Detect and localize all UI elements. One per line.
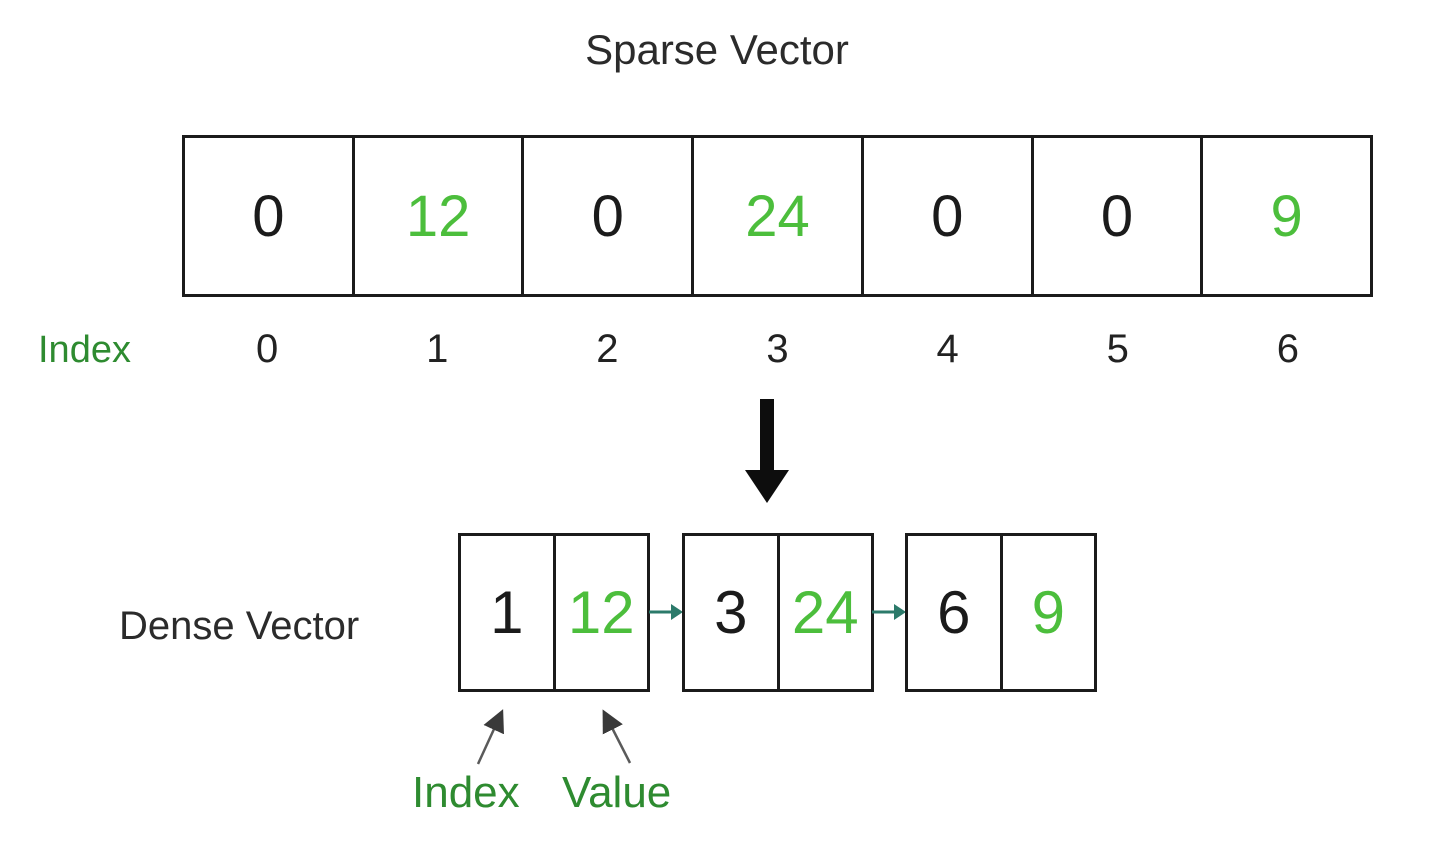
sparse-vector-title: Sparse Vector bbox=[585, 26, 849, 73]
dense-index-annotation-label: Index bbox=[412, 768, 520, 817]
dense-pair-1-index: 3 bbox=[685, 536, 780, 689]
index-number-6: 6 bbox=[1276, 326, 1300, 371]
sparse-cell-6: 9 bbox=[1270, 183, 1303, 249]
dense-pair-1: 3 24 bbox=[682, 533, 874, 692]
down-arrow-icon bbox=[745, 399, 789, 503]
sparse-vector-row: 0 12 0 24 0 0 9 bbox=[182, 135, 1373, 297]
index-pointer-arrow-icon bbox=[476, 709, 504, 765]
sparse-index-row: 0 1 2 3 4 5 6 bbox=[182, 326, 1373, 372]
dense-pair-0: 1 12 bbox=[458, 533, 650, 692]
index-number-1: 1 bbox=[426, 326, 449, 371]
sparse-cell-4: 0 bbox=[864, 138, 1034, 294]
value-pointer-arrow-icon bbox=[602, 709, 632, 764]
sparse-cell-0: 0 bbox=[185, 138, 355, 294]
arrow-right-icon bbox=[649, 604, 683, 620]
dense-pair-2-index: 6 bbox=[908, 536, 1003, 689]
dense-pair-2: 6 9 bbox=[905, 533, 1097, 692]
dense-pair-0-index: 1 bbox=[461, 536, 556, 689]
sparse-cell-3: 24 bbox=[694, 138, 864, 294]
index-number-5: 5 bbox=[1106, 326, 1129, 371]
sparse-cell-5: 0 bbox=[1034, 138, 1204, 294]
dense-vector-label: Dense Vector bbox=[119, 604, 360, 648]
dense-value-annotation-label: Value bbox=[562, 768, 672, 817]
dense-pair-1-value: 24 bbox=[791, 579, 859, 646]
index-number-3: 3 bbox=[766, 326, 789, 371]
dense-pair-2-value: 9 bbox=[1031, 579, 1065, 646]
dense-pair-0-value: 12 bbox=[567, 579, 635, 646]
index-number-0: 0 bbox=[255, 326, 279, 371]
index-number-2: 2 bbox=[596, 326, 619, 371]
index-number-4: 4 bbox=[936, 326, 959, 371]
arrow-right-icon bbox=[872, 604, 906, 620]
sparse-cell-1: 12 bbox=[355, 138, 525, 294]
sparse-cell-2: 0 bbox=[524, 138, 695, 294]
sparse-index-label: Index bbox=[38, 329, 131, 371]
